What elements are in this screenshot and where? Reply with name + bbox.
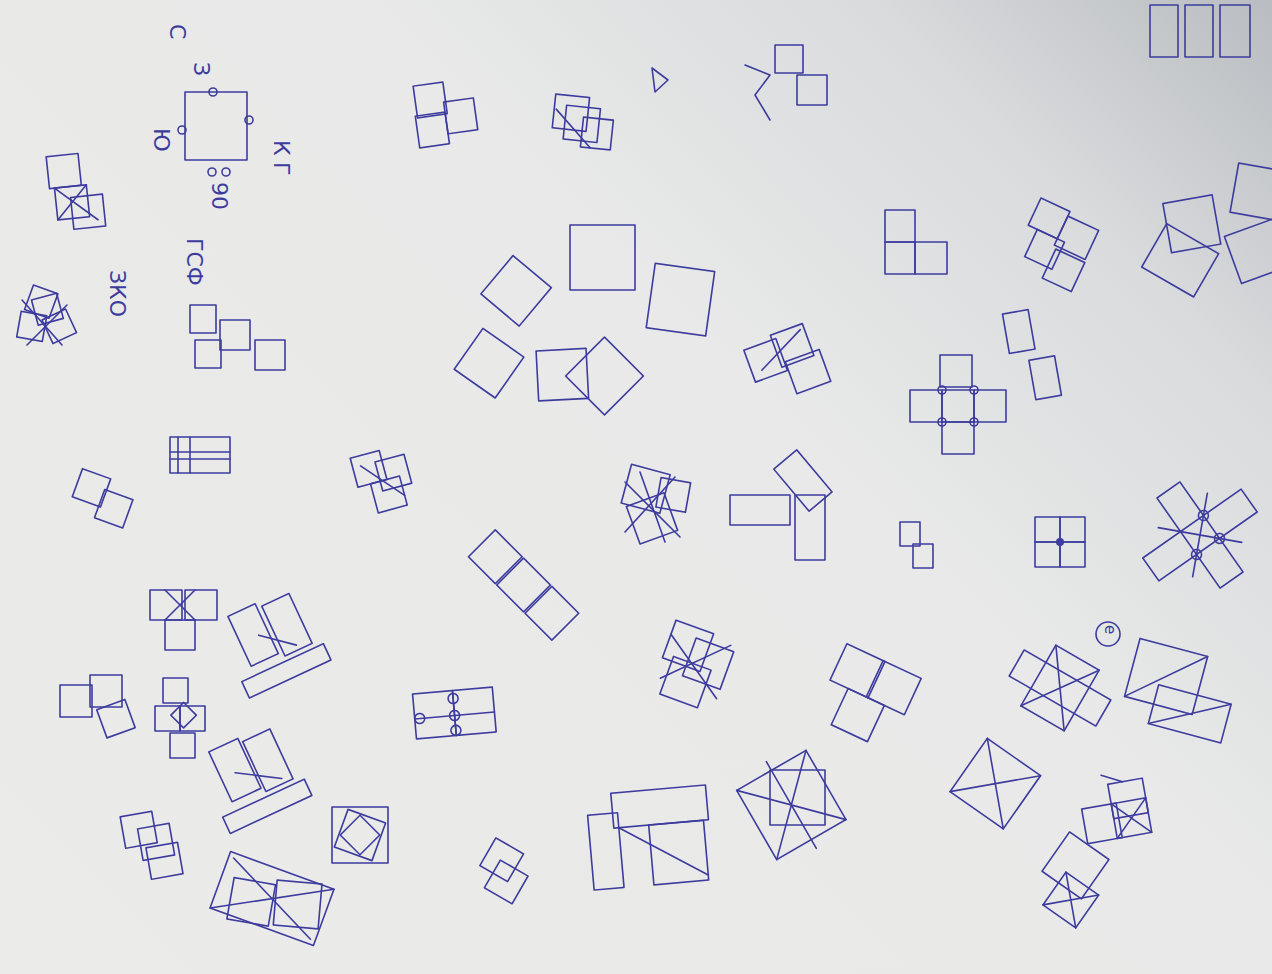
handwritten-note: ЗКО bbox=[106, 270, 128, 317]
handwritten-note: Ю bbox=[150, 128, 172, 152]
handwritten-note: е bbox=[1102, 625, 1117, 634]
handwritten-note: ГСФ bbox=[183, 238, 205, 286]
handwritten-note: 90 bbox=[208, 182, 230, 210]
handwritten-note: С bbox=[166, 24, 188, 39]
handwritten-note: К bbox=[270, 140, 292, 156]
handwritten-note: З bbox=[190, 62, 212, 76]
handwritten-note: Г bbox=[270, 162, 292, 175]
